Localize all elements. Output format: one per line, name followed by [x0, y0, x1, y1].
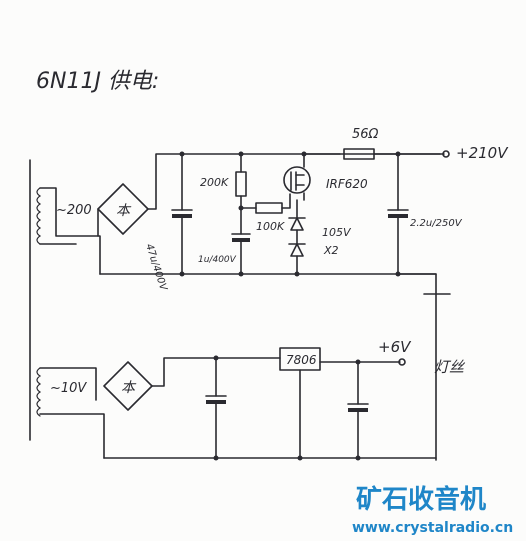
capacitor-c1 — [171, 153, 193, 275]
resistor-100k — [255, 202, 283, 214]
capacitor-c2 — [231, 233, 251, 275]
ground-symbol — [397, 273, 451, 461]
heater-label: 灯丝 — [434, 358, 466, 376]
transformer-lv — [36, 367, 42, 417]
svg-text:本: 本 — [116, 203, 132, 219]
mosfet-irf620 — [283, 153, 341, 201]
svg-text:本: 本 — [121, 380, 137, 396]
r200k-label: 200K — [200, 176, 229, 189]
watermark-url: www.crystalradio.cn — [352, 520, 513, 536]
capacitor-lv-in — [205, 357, 227, 459]
bridge-rectifier-lv: 本 — [103, 361, 153, 411]
lv-output-terminal — [398, 358, 406, 366]
zener-label: 105V — [322, 226, 352, 239]
capacitor-out — [387, 153, 409, 275]
resistor-200k — [235, 153, 247, 235]
bridge-rectifier-hv: 本 — [97, 183, 149, 235]
r56-label: 56Ω — [352, 127, 379, 142]
t1-primary-label: ~200 — [56, 203, 92, 218]
cap-out-label: 2.2u/250V — [410, 218, 463, 229]
capacitor-lv-out — [347, 361, 369, 459]
transformer-hv — [29, 159, 42, 441]
watermark-brand: 矿石收音机 — [356, 484, 486, 515]
c2-label: 1u/400V — [198, 255, 237, 265]
t2-secondary-label: ~10V — [50, 381, 87, 396]
hv-output-label: +210V — [456, 144, 509, 162]
regulator-label: 7806 — [286, 353, 317, 367]
c1-label: 47u/400V — [143, 243, 169, 293]
title: 6N11J 供电: — [36, 69, 159, 94]
hv-output-terminal — [442, 150, 450, 158]
mosfet-label: IRF620 — [326, 177, 368, 191]
zener-count-label: X2 — [323, 244, 339, 257]
r100k-label: 100K — [256, 220, 285, 233]
zener-diodes — [288, 199, 306, 275]
lv-output-label: +6V — [378, 338, 412, 356]
